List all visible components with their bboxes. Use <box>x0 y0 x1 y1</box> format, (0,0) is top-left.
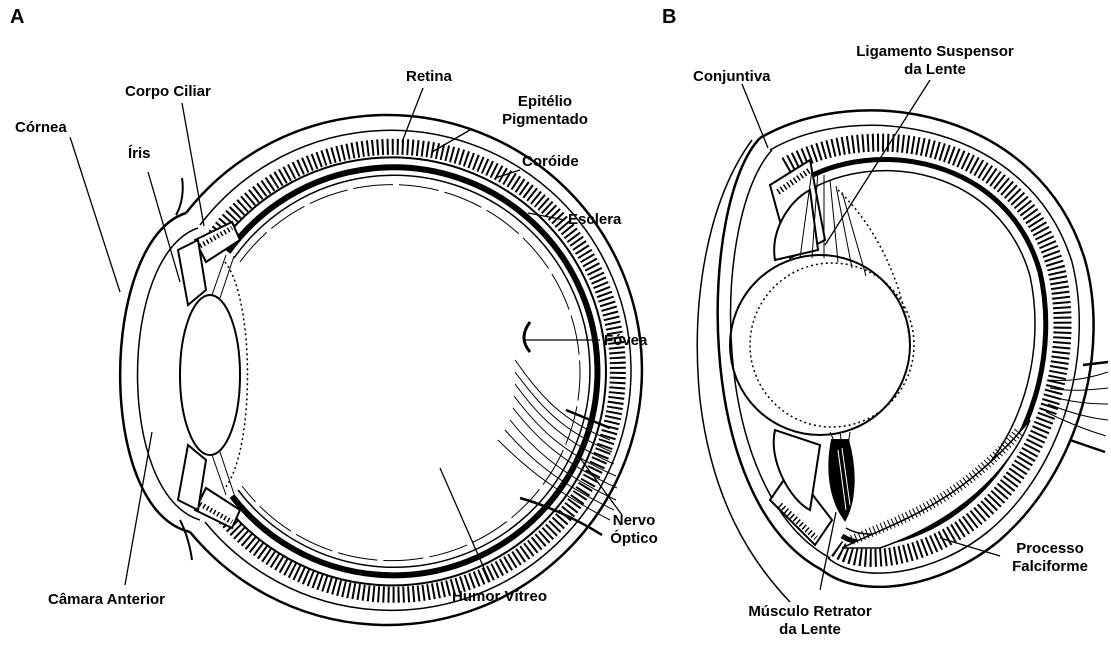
label-suspensory-ligament-line2: da Lente <box>825 61 1045 79</box>
label-choroid: Coróide <box>522 153 579 171</box>
eye-b-drawing <box>697 110 1108 602</box>
b-choroid-band <box>786 143 1063 558</box>
a-ligament-top <box>212 255 234 298</box>
label-fovea: Fóvea <box>604 332 647 350</box>
label-anterior-chamber: Câmara Anterior <box>48 591 165 609</box>
label-ciliary-body: Corpo Ciliar <box>125 83 211 101</box>
b-lens <box>730 255 910 435</box>
a-ciliary-top <box>195 222 240 262</box>
label-pigment-epithelium: Epitélio Pigmentado <box>480 93 610 129</box>
label-falciform-process-line2: Falciforme <box>990 558 1110 576</box>
label-retina: Retina <box>406 68 452 86</box>
a-sclera-outline <box>186 115 642 625</box>
a-retina-inner <box>234 175 590 567</box>
label-pigment-epithelium-line1: Epitélio <box>480 93 610 111</box>
panel-b-letter: B <box>662 6 676 29</box>
label-pigment-epithelium-line2: Pigmentado <box>480 111 610 129</box>
a-fovea-notch <box>524 322 530 352</box>
label-vitreous: Humor Vítreo <box>452 588 547 606</box>
b-ligament-dotted <box>838 190 910 345</box>
a-ligament-bottom <box>212 452 234 495</box>
b-optic-sheath-top <box>1083 362 1108 365</box>
a-retina-black <box>228 167 597 575</box>
label-suspensory-ligament: Ligamento Suspensor da Lente <box>825 43 1045 79</box>
a-retina-fibers <box>240 185 580 561</box>
a-sclera-inner <box>200 130 631 610</box>
label-optic-nerve-line2: Óptico <box>594 530 674 548</box>
label-falciform-process: Processo Falciforme <box>990 540 1110 576</box>
label-retractor-muscle: Músculo Retrator da Lente <box>720 603 900 639</box>
b-optic-sheath-bottom <box>1070 440 1105 452</box>
a-lens-dotted <box>225 262 248 488</box>
a-ciliary-bottom <box>195 488 240 528</box>
label-iris: Íris <box>128 145 151 163</box>
label-falciform-process-line1: Processo <box>990 540 1110 558</box>
label-cornea: Córnea <box>15 119 67 137</box>
panel-a-letter: A <box>10 6 24 29</box>
label-retractor-muscle-line2: da Lente <box>720 621 900 639</box>
a-limbus-bottom <box>180 520 192 560</box>
b-falciform <box>842 420 1030 548</box>
label-sclera: Esclera <box>568 211 621 229</box>
label-optic-nerve: Nervo Óptico <box>594 512 674 548</box>
label-conjunctiva: Conjuntiva <box>693 68 771 86</box>
a-choroid-inner <box>220 157 606 585</box>
a-limbus-top <box>176 178 183 215</box>
label-optic-nerve-line1: Nervo <box>594 512 674 530</box>
label-retractor-muscle-line1: Músculo Retrator <box>720 603 900 621</box>
a-lens <box>180 295 240 455</box>
label-suspensory-ligament-line1: Ligamento Suspensor <box>825 43 1045 61</box>
